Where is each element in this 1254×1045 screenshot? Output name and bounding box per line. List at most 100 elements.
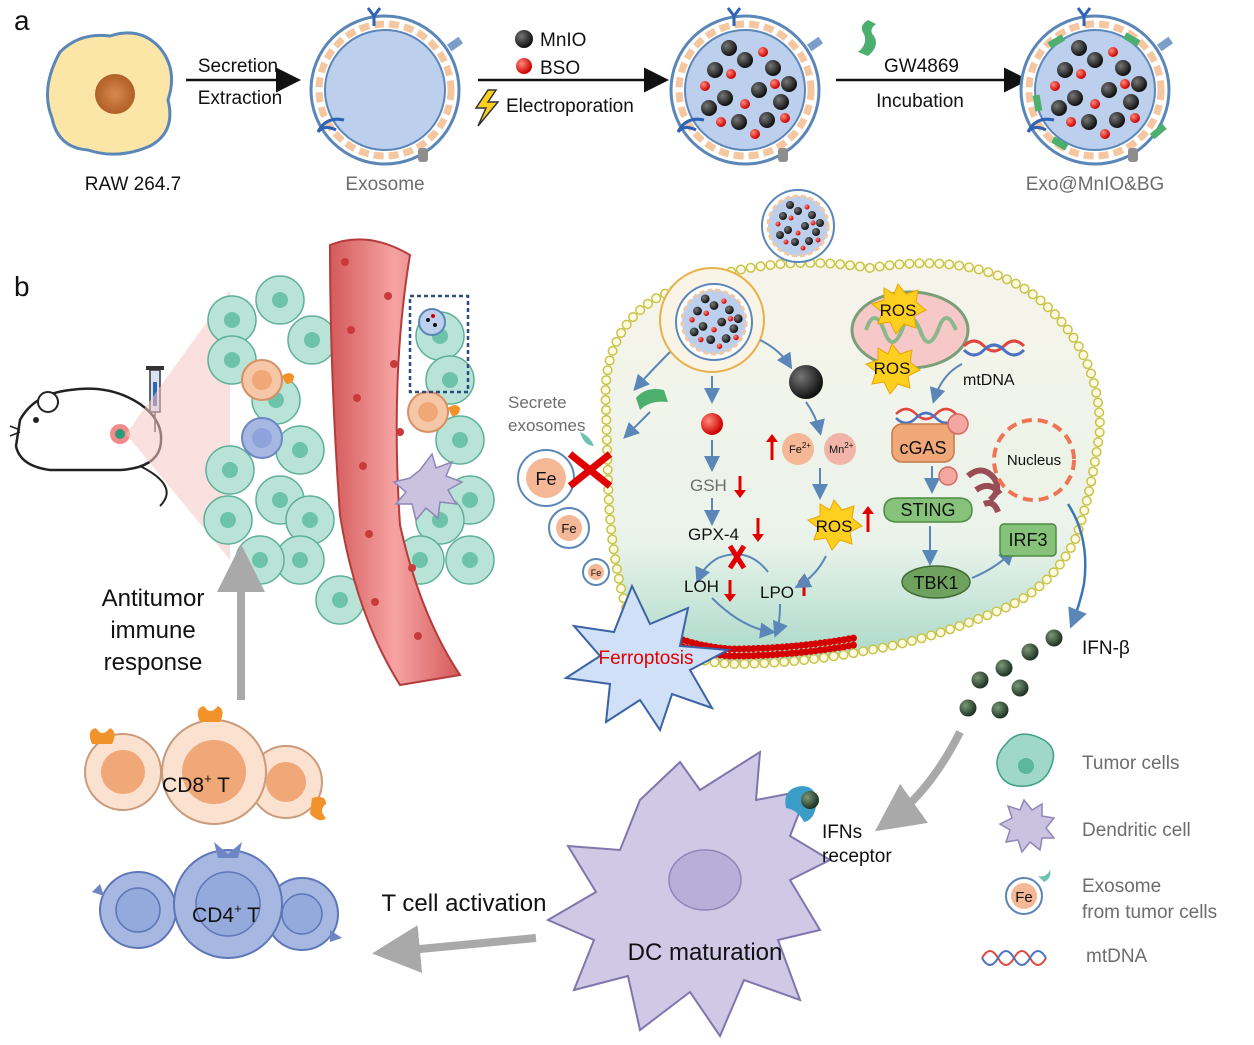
membrane-lipid: [605, 514, 616, 525]
membrane-lipid: [973, 264, 984, 275]
gpx4-block-icon: [727, 544, 747, 570]
membrane-lipid: [608, 544, 619, 555]
membrane-lipid: [611, 336, 622, 347]
ferroptosis-label: Ferroptosis: [598, 648, 693, 669]
antitumor-line2: immune: [110, 617, 195, 644]
membrane-lipid: [1094, 407, 1105, 418]
vessel-cell-nucleus: [365, 530, 373, 538]
mnio-particle: [689, 327, 699, 337]
membrane-lipid: [828, 651, 839, 662]
membrane-lipid: [924, 258, 935, 269]
membrane-lipid: [1000, 602, 1011, 613]
mnio-particle: [1123, 94, 1139, 110]
membrane-lipid: [1091, 446, 1102, 458]
gw-arrow: [623, 411, 651, 439]
ros-star-top: [870, 283, 927, 335]
membrane-lipid: [604, 355, 615, 366]
bso-particle: [795, 230, 801, 236]
membrane-lipid: [621, 319, 632, 330]
mnio-particle: [698, 322, 708, 331]
mnio-particle: [1131, 76, 1147, 92]
membrane-lipid: [894, 259, 905, 270]
dc-maturation-label: DC maturation: [628, 939, 783, 966]
membrane-lipid: [982, 610, 993, 621]
membrane-lipid: [601, 424, 612, 435]
t-cell-activation-label: T cell activation: [382, 890, 547, 917]
mnio-particle: [779, 212, 787, 220]
cd4-label: CD4+ T: [192, 901, 260, 927]
membrane-lipid: [610, 554, 621, 565]
tumor-cell-nucleus: [224, 312, 240, 328]
secretion-label: Secretion: [198, 56, 278, 77]
membrane-lipid: [1094, 417, 1105, 428]
membrane-lipid: [916, 633, 927, 644]
irf3-label: IRF3: [1008, 530, 1047, 550]
gw4869-inside-icon: [636, 389, 668, 410]
cd8-t-cells: [84, 706, 326, 825]
mnio-to-ions-arrow: [805, 401, 825, 436]
membrane-lipid: [1060, 551, 1071, 562]
membrane-lipid: [983, 267, 994, 278]
membrane-lipid: [602, 365, 613, 376]
nucleus: [992, 418, 1076, 502]
membrane-lipid: [1086, 476, 1097, 487]
ifn-beta-dot: [991, 701, 1009, 719]
t-cell-activation-arrow: [372, 925, 537, 973]
cgamp-icon: [938, 466, 958, 486]
secrete-line2: exosomes: [508, 416, 585, 435]
ifn-beta-particles: [959, 629, 1063, 719]
mnio-particle: [706, 335, 716, 344]
bso-particle: [1100, 129, 1110, 139]
mnio-particle: [725, 305, 734, 315]
membrane-lipid: [1001, 274, 1012, 285]
membrane-lipid: [906, 635, 917, 646]
bso-particle: [740, 99, 750, 109]
sting-label: STING: [900, 500, 955, 520]
membrane-lipid: [1073, 341, 1084, 352]
membrane-lipid: [1091, 387, 1102, 398]
tumor-microenvironment: [203, 238, 495, 687]
membrane-lipid: [1092, 397, 1104, 408]
mtdna-strand-top-2: [962, 343, 1026, 357]
ifn-beta-dot: [971, 671, 989, 689]
legend-tumor-nucleus: [1018, 758, 1034, 774]
membrane-lipid: [651, 293, 662, 304]
membrane-lipid: [627, 311, 639, 323]
ifn-receptor-line2: receptor: [822, 846, 892, 867]
membrane-lipid: [887, 640, 898, 651]
membrane-lipid: [914, 258, 925, 269]
membrane-lipid: [1056, 316, 1067, 327]
product-label: Exo@MnIO&BG: [1026, 174, 1165, 195]
tumor-cell-nucleus: [452, 432, 468, 448]
membrane-lipid: [601, 414, 612, 426]
vessel-cell-nucleus: [359, 462, 367, 470]
mnio-particle: [781, 76, 797, 92]
ros-label-bottom: ROS: [874, 359, 911, 378]
raw-cell-label: RAW 264.7: [85, 174, 181, 195]
secrete-line1: Secrete: [508, 393, 567, 412]
vessel-cell-nucleus: [347, 326, 355, 334]
bso-particle: [700, 81, 710, 91]
membrane-lipid: [934, 258, 945, 269]
mnio-particle: [717, 90, 733, 106]
membrane-lipid: [1048, 567, 1059, 578]
bso-particle: [770, 79, 780, 89]
bso-particle: [689, 317, 695, 323]
membrane-lipid: [897, 638, 908, 649]
membrane-lipid: [1035, 295, 1046, 306]
endosome-arrow-1: [633, 351, 671, 392]
dc-nucleus: [668, 849, 742, 911]
membrane-lipid: [604, 504, 615, 515]
cd4-t-cells: [92, 842, 342, 959]
extraction-label: Extraction: [198, 88, 282, 109]
bso-particle: [758, 47, 768, 57]
membrane-lipid: [963, 617, 974, 628]
membrane-lipid: [1049, 309, 1060, 320]
tumor-cell-nucleus: [220, 512, 236, 528]
bso-particle: [815, 237, 821, 243]
membrane-lipid: [877, 642, 888, 653]
membrane-lipid: [963, 262, 975, 273]
membrane-lipid: [606, 524, 617, 535]
membrane-lipid: [600, 385, 611, 396]
incubation-label: Incubation: [876, 91, 964, 112]
